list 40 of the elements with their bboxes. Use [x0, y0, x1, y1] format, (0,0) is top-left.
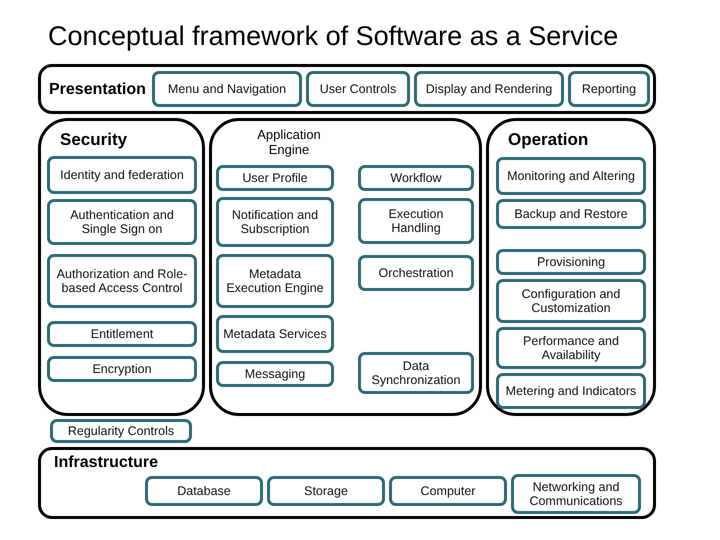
layer-panel — [38, 447, 656, 519]
component-box: Networking and Communications — [511, 474, 641, 514]
component-box: Entitlement — [47, 321, 197, 347]
component-box: Encryption — [47, 356, 197, 382]
component-box: Messaging — [216, 361, 334, 387]
component-box: Data Synchronization — [358, 352, 474, 394]
component-box: User Profile — [216, 165, 334, 191]
component-box: Computer — [389, 476, 507, 506]
component-box: User Controls — [306, 71, 410, 107]
component-box: Regularity Controls — [50, 419, 192, 443]
component-box: Authentication and Single Sign on — [47, 199, 197, 245]
component-box: Notification and Subscription — [216, 197, 334, 247]
component-box: Backup and Restore — [496, 199, 646, 229]
layer-panel — [209, 118, 482, 416]
panel-heading: Application Engine — [256, 128, 322, 158]
component-box: Authorization and Role-based Access Control — [47, 254, 197, 308]
panel-heading: Operation — [508, 130, 588, 150]
component-box: Storage — [267, 476, 385, 506]
layer-panel — [38, 64, 656, 114]
component-box: Display and Rendering — [414, 71, 564, 107]
component-box: Metadata Execution Engine — [216, 254, 334, 308]
diagram-title: Conceptual framework of Software as a Service — [48, 21, 618, 52]
component-box: Database — [145, 476, 263, 506]
layer-panel — [38, 118, 205, 416]
panel-heading: Security — [60, 130, 128, 150]
component-box: Provisioning — [496, 249, 646, 275]
component-box: Performance and Availability — [496, 327, 646, 369]
component-box: Orchestration — [358, 255, 474, 291]
component-box: Reporting — [568, 71, 650, 107]
component-box: Menu and Navigation — [152, 71, 302, 107]
component-box: Metadata Services — [216, 315, 334, 353]
component-box: Execution Handling — [358, 198, 474, 244]
layer-panel — [486, 118, 656, 416]
component-box: Monitoring and Altering — [496, 157, 646, 195]
component-box: Identity and federation — [47, 156, 197, 194]
panel-heading: Presentation — [49, 81, 146, 100]
component-box: Metering and Indicators — [496, 373, 646, 409]
component-box: Workflow — [358, 165, 474, 191]
component-box: Configuration and Customization — [496, 279, 646, 323]
panel-heading: Infrastructure — [54, 454, 158, 472]
